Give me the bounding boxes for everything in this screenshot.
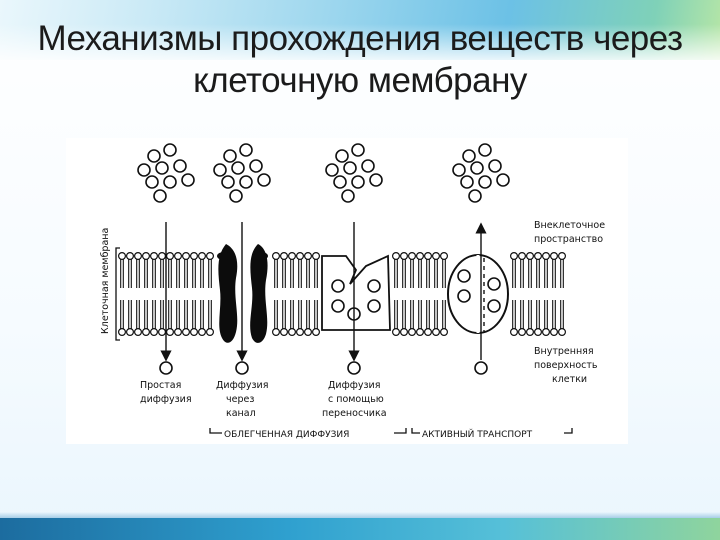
molecule-inside [235, 361, 249, 375]
molecule-outside [343, 161, 357, 175]
molecule-outside [496, 173, 510, 187]
molecule-outside [163, 143, 177, 157]
molecule-outside [468, 189, 482, 203]
molecule-outside [145, 175, 159, 189]
molecule-outside [488, 159, 502, 173]
molecule-outside [239, 143, 253, 157]
molecule-outside [257, 173, 271, 187]
molecule-outside [163, 175, 177, 189]
molecule-outside [351, 143, 365, 157]
membrane-diagram: Клеточная мембрана Внеклеточное простран… [100, 143, 605, 440]
top-decor-band [0, 0, 720, 60]
molecule-outside [153, 189, 167, 203]
molecule-outside [213, 163, 227, 177]
molecule-outside [137, 163, 151, 177]
channel-label-line3: канал [226, 408, 256, 419]
molecule-outside [231, 161, 245, 175]
molecule-outside [229, 189, 243, 203]
molecule-inside [159, 361, 173, 375]
carrier-label-line3: переносчика [322, 408, 387, 419]
molecule-outside [462, 149, 476, 163]
lipid-bilayer [117, 251, 567, 337]
molecule-inside [474, 361, 488, 375]
inside-label-line1: Внутренняя [534, 346, 594, 357]
inside-label-line2: поверхность [534, 360, 598, 371]
bottom-decor-band [0, 512, 720, 540]
molecule-outside [221, 175, 235, 189]
channel-label-line2: через [226, 394, 254, 405]
molecule-outside [478, 175, 492, 189]
active-transport-label: АКТИВНЫЙ ТРАНСПОРТ [422, 428, 533, 440]
molecule-outside [351, 175, 365, 189]
molecule-outside [155, 161, 169, 175]
molecule-outside [333, 175, 347, 189]
molecule-outside [470, 161, 484, 175]
molecule-outside [325, 163, 339, 177]
molecule-outside [460, 175, 474, 189]
molecule-outside [239, 175, 253, 189]
molecule-outside [452, 163, 466, 177]
molecule-outside [249, 159, 263, 173]
simple-diffusion-label-line2: диффузия [140, 394, 192, 405]
molecule-outside [478, 143, 492, 157]
molecule-outside [181, 173, 195, 187]
molecule-outside [341, 189, 355, 203]
channel-label-line1: Диффузия [216, 380, 268, 391]
membrane-label: Клеточная мембрана [100, 228, 111, 334]
membrane-bracket [115, 247, 120, 341]
title-line-2: клеточную мембрану [193, 61, 527, 100]
outside-label-line2: пространство [534, 234, 603, 245]
channel-protein [217, 244, 268, 343]
outside-label-line1: Внеклеточное [534, 220, 605, 231]
molecule-outside [147, 149, 161, 163]
molecule-inside [347, 361, 361, 375]
simple-diffusion-label-line1: Простая [140, 380, 181, 391]
molecule-outside [369, 173, 383, 187]
membrane-transport-figure: Клеточная мембрана Внеклеточное простран… [66, 138, 628, 444]
molecule-outside [361, 159, 375, 173]
molecule-outside [223, 149, 237, 163]
molecule-clusters [137, 143, 510, 203]
facilitated-diffusion-label: ОБЛЕГЧЕННАЯ ДИФФУЗИЯ [224, 430, 349, 440]
molecule-outside [335, 149, 349, 163]
active-transport-pump [447, 254, 509, 334]
inside-label-line3: клетки [552, 374, 587, 385]
carrier-label-line1: Диффузия [328, 380, 380, 391]
carrier-protein [321, 254, 391, 331]
title-line-1: Механизмы прохождения веществ через [37, 19, 683, 58]
slide-title: Механизмы прохождения веществ через клет… [0, 18, 720, 102]
molecule-outside [173, 159, 187, 173]
carrier-label-line2: с помощью [328, 394, 384, 405]
